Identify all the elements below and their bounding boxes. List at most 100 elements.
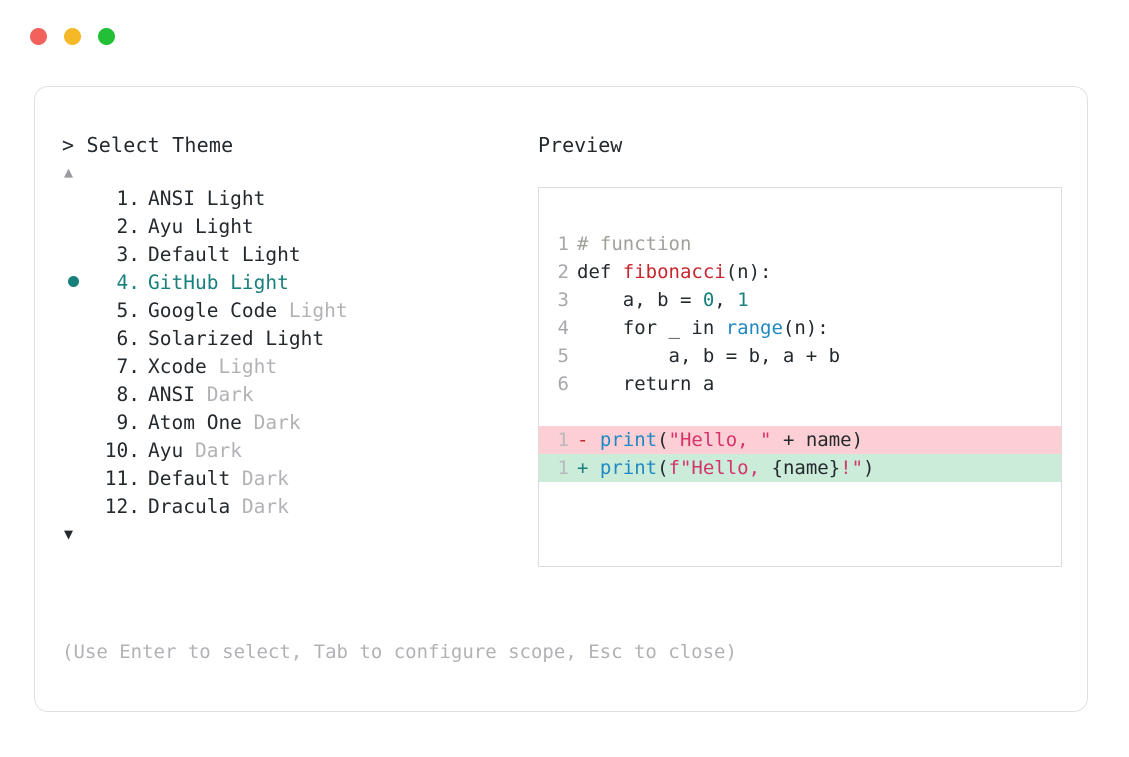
minimize-button[interactable] [64, 28, 81, 45]
code-token: fibonacci [622, 261, 726, 283]
theme-list-item[interactable]: 2. Ayu Light [62, 213, 532, 241]
code-token: ( [657, 429, 669, 451]
diff-marker: + [577, 457, 600, 479]
theme-item-name: ANSI [148, 383, 207, 406]
theme-list-item[interactable]: 1.ANSI Light [62, 185, 532, 213]
theme-list-item[interactable]: 10. Ayu Dark [62, 437, 532, 465]
theme-list-item[interactable]: 9. Atom One Dark [62, 409, 532, 437]
theme-list-item[interactable]: 5.Google Code Light [62, 297, 532, 325]
theme-picker-card: > Select Theme ▲ 1. ANSI Light 2. Ayu Ligh… [34, 86, 1088, 712]
line-number: 2 [557, 261, 569, 283]
code-token: f"Hello, [668, 457, 772, 479]
theme-list: 1. ANSI Light 2. Ayu Light 3. Default Light… [62, 185, 532, 521]
code-token: "Hello, " [668, 429, 772, 451]
theme-list-item[interactable]: 11. Default Dark [62, 465, 532, 493]
line-number: 1 [557, 457, 569, 479]
theme-item-variant: Dark [241, 467, 289, 490]
theme-item-variant: Light [230, 271, 289, 294]
maximize-button[interactable] [98, 28, 115, 45]
code-token: return a [577, 373, 715, 395]
code-line: 3 a, b = 0, 1 [539, 286, 1061, 314]
scroll-down-icon[interactable]: ▼ [64, 525, 74, 543]
code-token: , [714, 289, 738, 311]
line-number: 5 [557, 345, 569, 367]
theme-item-index: 2. [104, 215, 141, 238]
line-number: 3 [557, 289, 569, 311]
prompt-label: > Select Theme [62, 133, 234, 157]
code-line-text: # function [569, 230, 691, 258]
code-line: 5 a, b = b, a + b [539, 342, 1061, 370]
theme-item-name: Default [148, 467, 242, 490]
theme-item-name: GitHub [148, 271, 231, 294]
scroll-up-icon[interactable]: ▲ [64, 163, 74, 181]
panels: > Select Theme ▲ 1. ANSI Light 2. Ayu Ligh… [35, 87, 1087, 711]
theme-list-item[interactable]: 8.ANSI Dark [62, 381, 532, 409]
code-token: a, b = b, a + b [577, 345, 841, 367]
theme-item-name: Dracula [148, 495, 242, 518]
diff-marker: - [577, 429, 600, 451]
theme-item-name: Default [148, 243, 242, 266]
code-line-text: + print(f"Hello, {name}!") [569, 454, 874, 482]
theme-item-name: Google Code [148, 299, 289, 322]
theme-item-index: 10. [104, 439, 140, 462]
code-token: range [725, 317, 783, 339]
theme-item-index: 4. [104, 271, 141, 294]
code-token: def [577, 261, 623, 283]
code-token: (n): [782, 317, 829, 339]
theme-item-index: 7. [104, 355, 141, 378]
diff-added-line: 1+ print(f"Hello, {name}!") [539, 454, 1061, 482]
diff-lines: 1- print("Hello, " + name)1+ print(f"Hel… [539, 426, 1061, 482]
theme-item-variant: Light [218, 355, 278, 378]
theme-list-item[interactable]: 4. GitHub Light [62, 269, 532, 297]
code-token: a, b = [577, 289, 703, 311]
code-token: print [599, 457, 658, 479]
theme-item-variant: Light [288, 299, 348, 322]
code-token: (n): [725, 261, 772, 283]
theme-item-index: 1. [104, 187, 141, 210]
theme-item-name: Xcode [148, 355, 219, 378]
preview-label: Preview [538, 133, 623, 157]
code-spacer [539, 398, 1061, 426]
diff-removed-line: 1- print("Hello, " + name) [539, 426, 1061, 454]
theme-item-variant: Dark [206, 383, 254, 406]
theme-list-item[interactable]: 3. Default Light [62, 241, 532, 269]
code-line: 4 for _ in range(n): [539, 314, 1061, 342]
code-token: {name} [771, 457, 841, 479]
theme-item-name: ANSI [148, 187, 207, 210]
theme-item-index: 11. [104, 467, 140, 490]
line-number: 6 [557, 373, 569, 395]
close-button[interactable] [30, 28, 47, 45]
code-token: ( [657, 457, 669, 479]
selected-dot-icon [68, 276, 79, 287]
theme-item-name: Ayu [148, 439, 195, 462]
theme-list-item[interactable]: 6.Solarized Light [62, 325, 532, 353]
theme-picker-pane: > Select Theme ▲ 1. ANSI Light 2. Ayu Ligh… [62, 131, 532, 547]
theme-list-item[interactable]: 12. Dracula Dark [62, 493, 532, 521]
theme-item-variant: Light [265, 327, 325, 350]
code-token: # function [577, 233, 692, 255]
line-number: 4 [557, 317, 569, 339]
code-line-text: return a [569, 370, 715, 398]
theme-item-variant: Dark [253, 411, 301, 434]
code-line-text: for _ in range(n): [569, 314, 829, 342]
theme-item-index: 3. [104, 243, 141, 266]
theme-item-name: Ayu [148, 215, 195, 238]
theme-item-index: 12. [104, 495, 140, 518]
theme-item-name: Atom One [148, 411, 254, 434]
theme-item-variant: Light [194, 215, 254, 238]
code-line-text: def fibonacci(n): [569, 258, 771, 286]
code-token: 0 [702, 289, 715, 311]
line-number: 1 [557, 233, 569, 255]
theme-list-item[interactable]: 7. Xcode Light [62, 353, 532, 381]
theme-item-index: 9. [104, 411, 141, 434]
theme-item-variant: Light [241, 243, 301, 266]
keyboard-hint: (Use Enter to select, Tab to configure s… [62, 641, 737, 663]
theme-item-variant: Dark [194, 439, 242, 462]
code-token: print [599, 429, 658, 451]
code-token: + name) [771, 429, 864, 451]
theme-item-variant: Dark [241, 495, 289, 518]
line-number: 1 [557, 429, 569, 451]
code-token: !" [840, 457, 864, 479]
